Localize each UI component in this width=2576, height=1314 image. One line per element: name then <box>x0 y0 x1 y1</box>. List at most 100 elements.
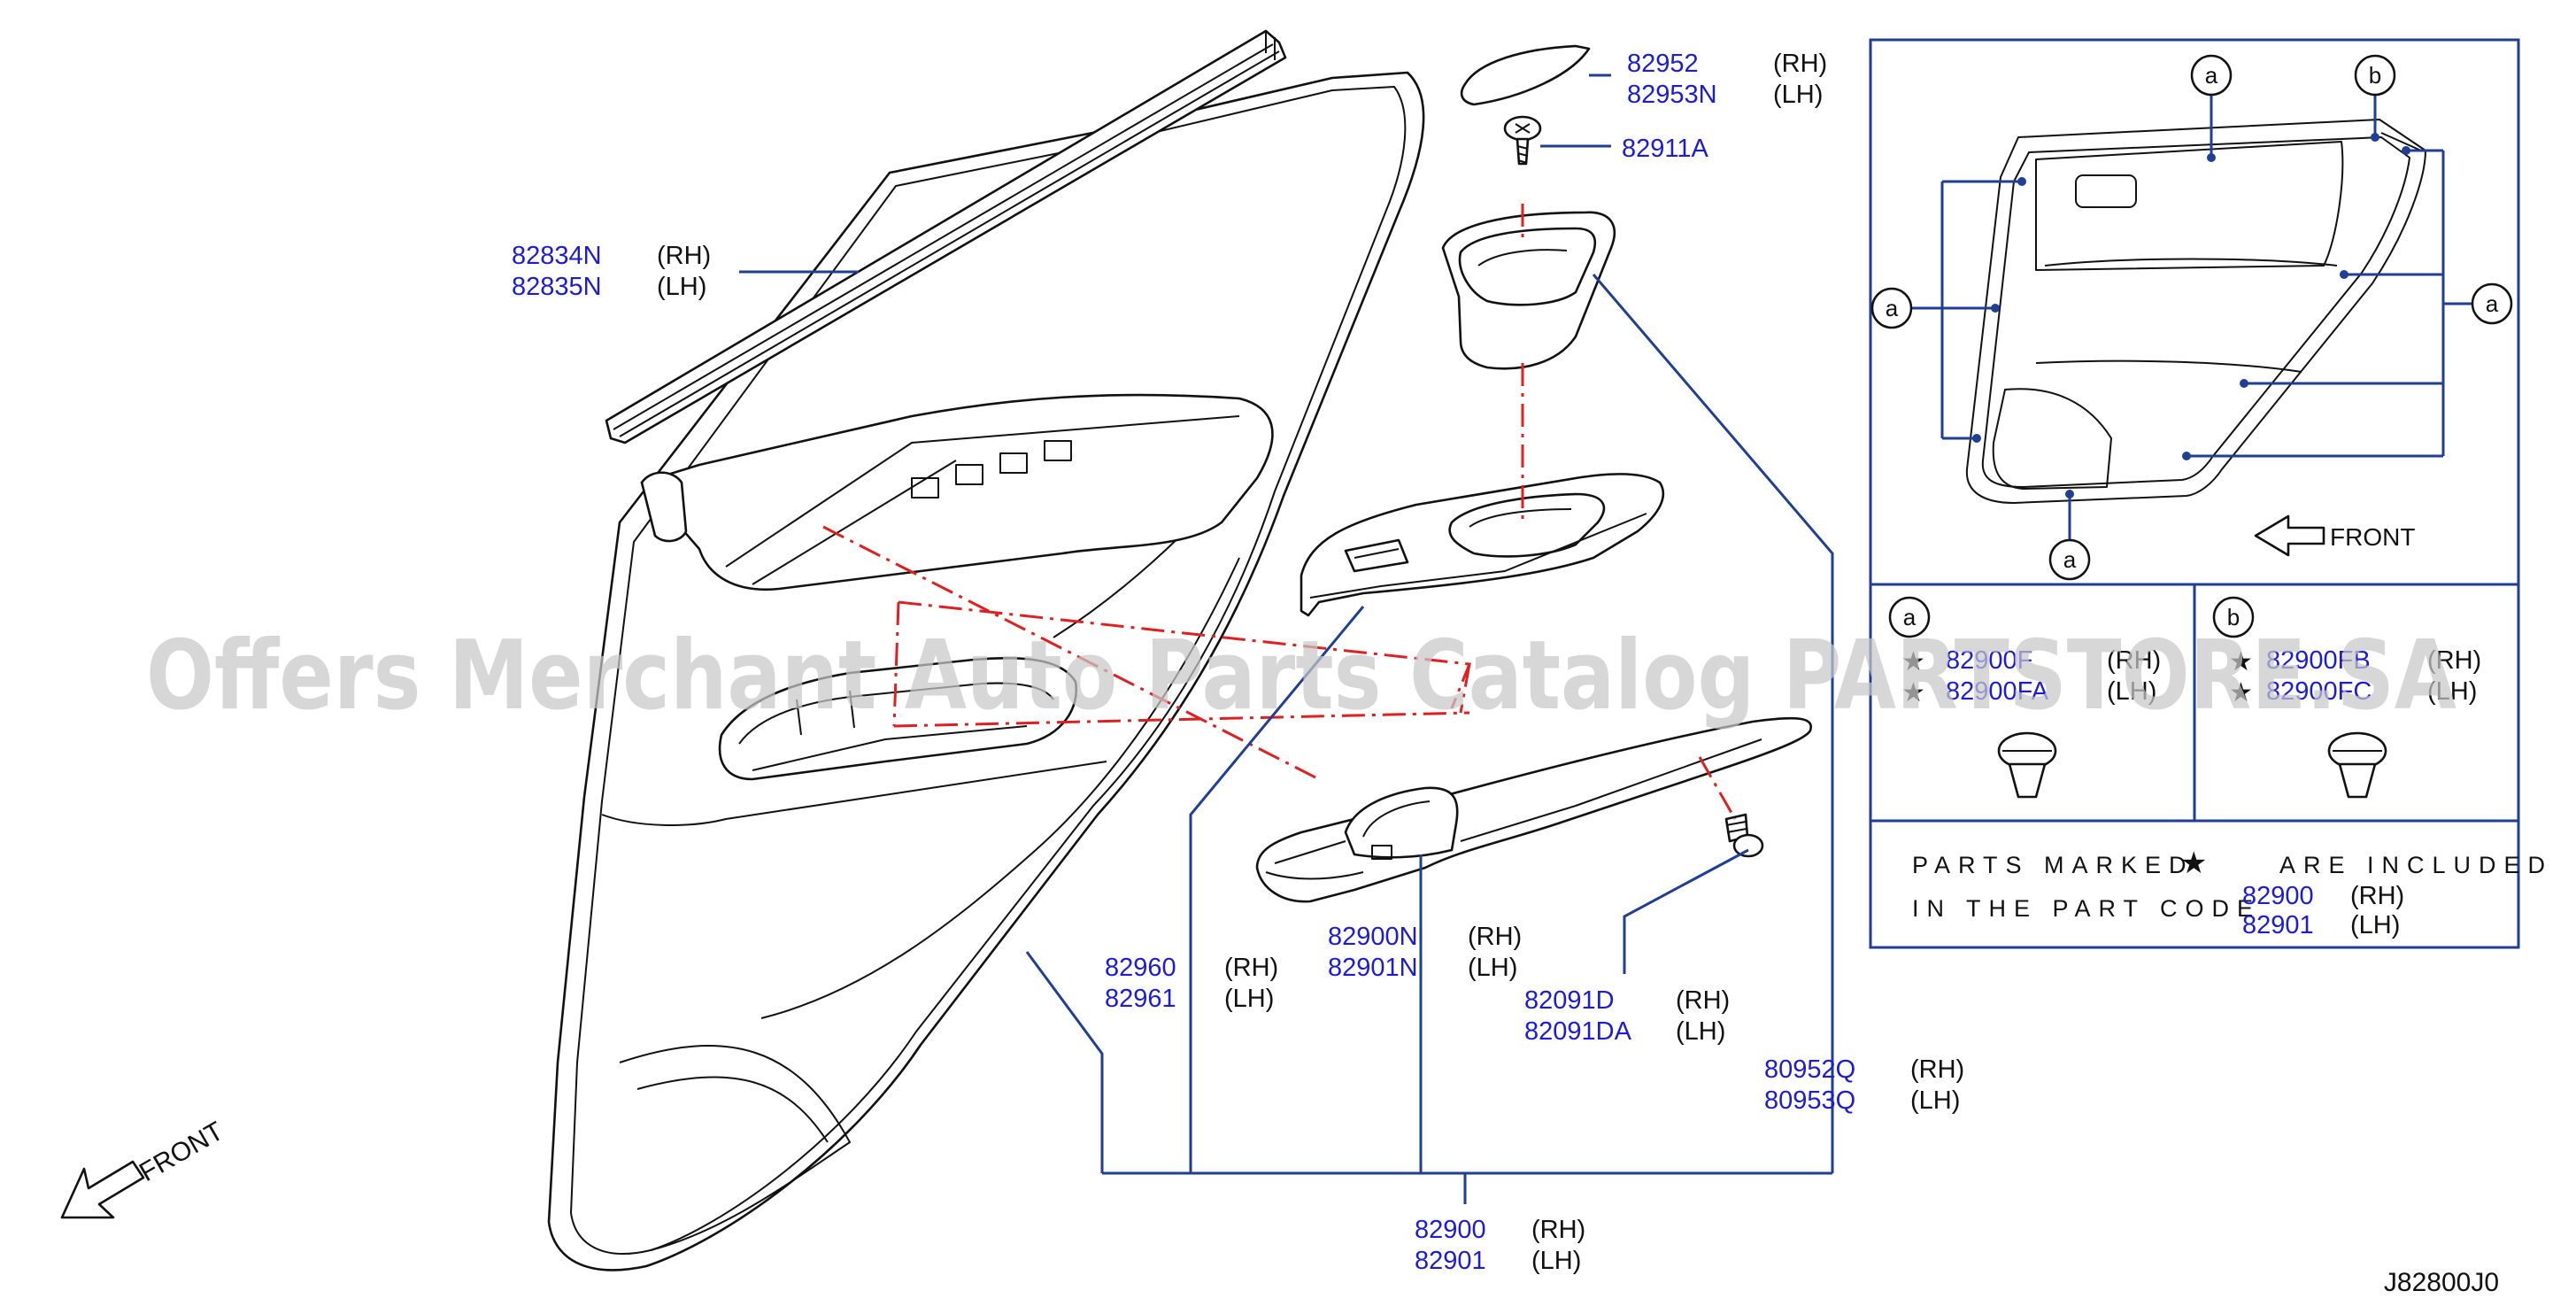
svg-text:a: a <box>2205 62 2218 89</box>
svg-text:(LH): (LH) <box>1773 81 1823 109</box>
included-parts-note: PARTS MARKED ★ ARE INCLUDED IN THE PART … <box>1912 846 2553 939</box>
svg-text:(RH): (RH) <box>1676 986 1730 1015</box>
clip-fastener-a-icon <box>1997 731 2057 799</box>
star-icon: ★ <box>2180 846 2207 880</box>
inset-front-arrow-icon <box>2254 514 2325 557</box>
svg-text:82960: 82960 <box>1105 954 1176 982</box>
armrest-pocket <box>718 656 1078 781</box>
svg-text:80953Q: 80953Q <box>1764 1086 1855 1115</box>
screw-82091D <box>1724 813 1764 858</box>
svg-text:(RH): (RH) <box>2427 646 2481 675</box>
inset-front-indicator: FRONT <box>2254 514 2415 557</box>
switch-finisher-82960 <box>1300 473 1665 617</box>
inset-leader-lines <box>1912 96 2492 540</box>
svg-text:80952Q: 80952Q <box>1764 1055 1855 1084</box>
svg-text:FRONT: FRONT <box>135 1117 228 1187</box>
svg-text:(LH): (LH) <box>2350 911 2400 939</box>
svg-text:82901: 82901 <box>2242 911 2314 939</box>
svg-text:(RH): (RH) <box>2350 882 2404 910</box>
callout-a-left: a <box>1870 287 1913 329</box>
inset-attach-points <box>1972 133 2410 499</box>
svg-text:82900: 82900 <box>2242 882 2314 910</box>
svg-text:82901: 82901 <box>1415 1247 1486 1275</box>
svg-text:(RH): (RH) <box>1910 1055 1964 1084</box>
watermark: Offers Merchant Auto Parts Catalog PARTS… <box>146 621 2456 731</box>
svg-text:(LH): (LH) <box>1910 1086 1960 1115</box>
svg-text:(RH): (RH) <box>1468 923 1522 951</box>
garnish-82952 <box>1460 44 1591 106</box>
svg-text:PARTS MARKED: PARTS MARKED <box>1912 852 2194 878</box>
clip-b-cell: b ★ ★ 82900FB (RH) 82900FC (LH) <box>2212 596 2481 799</box>
clip-b-callout: b <box>2212 596 2255 638</box>
front-direction-indicator: FRONT <box>60 1117 228 1219</box>
part-label-82900F[interactable]: 82900F (RH) 82900FA (LH) <box>1946 646 2161 706</box>
diagram-code: J82800J0 <box>2384 1268 2499 1297</box>
svg-text:82953N: 82953N <box>1627 81 1717 109</box>
assembly-chain-lines <box>822 204 1737 820</box>
svg-text:b: b <box>2369 62 2381 89</box>
part-label-82952[interactable]: 82952 (RH) 82953N (LH) <box>1627 50 1827 109</box>
svg-text:ARE INCLUDED: ARE INCLUDED <box>2279 852 2553 878</box>
svg-text:(LH): (LH) <box>2427 677 2477 706</box>
svg-text:82900FC: 82900FC <box>2266 677 2372 706</box>
svg-text:(LH): (LH) <box>2107 677 2156 706</box>
svg-text:(LH): (LH) <box>1224 985 1274 1013</box>
clip-a-cell: a ★ ★ 82900F (RH) 82900FA (LH) <box>1888 596 2161 799</box>
svg-text:82091D: 82091D <box>1524 986 1615 1015</box>
star-icon: ★ <box>2229 647 2253 676</box>
svg-text:82900: 82900 <box>1415 1216 1486 1244</box>
svg-text:82901N: 82901N <box>1328 954 1418 982</box>
svg-text:82091DA: 82091DA <box>1524 1017 1632 1046</box>
svg-text:(RH): (RH) <box>1224 954 1278 982</box>
svg-text:FRONT: FRONT <box>2330 523 2415 551</box>
svg-text:82911A: 82911A <box>1622 135 1708 163</box>
svg-text:a: a <box>2063 546 2077 573</box>
part-label-82911A[interactable]: 82911A <box>1622 135 1708 163</box>
svg-text:(RH): (RH) <box>2107 646 2161 675</box>
part-label-80952Q[interactable]: 80952Q (RH) 80953Q (LH) <box>1764 1055 1964 1115</box>
svg-text:82900N: 82900N <box>1328 923 1418 951</box>
svg-text:(LH): (LH) <box>1531 1247 1581 1275</box>
svg-text:(RH): (RH) <box>1531 1216 1585 1244</box>
front-arrow-icon <box>60 1160 145 1219</box>
svg-text:82900FB: 82900FB <box>2266 646 2371 675</box>
svg-text:82961: 82961 <box>1105 985 1176 1013</box>
leader-lines <box>739 73 1834 1204</box>
svg-text:a: a <box>1886 295 1899 321</box>
callout-a-right: a <box>2471 282 2513 325</box>
belt-moulding-82834N <box>605 29 1287 444</box>
part-label-82900[interactable]: 82900 (RH) 82901 (LH) <box>1415 1216 1585 1275</box>
callout-a-bottom: a <box>2048 538 2091 581</box>
part-label-82900FB[interactable]: 82900FB (RH) 82900FC (LH) <box>2266 646 2481 706</box>
svg-text:(LH): (LH) <box>1676 1017 1725 1046</box>
svg-text:(RH): (RH) <box>1773 50 1827 78</box>
svg-text:(RH): (RH) <box>657 242 711 270</box>
svg-text:82835N: 82835N <box>512 273 602 301</box>
part-label-note-82900[interactable]: 82900 (RH) 82901 (LH) <box>2242 882 2404 939</box>
screw-82911A <box>1503 115 1542 166</box>
svg-text:82952: 82952 <box>1627 50 1699 78</box>
armrest-82900N <box>1255 716 1813 903</box>
part-label-82091D[interactable]: 82091D (RH) 82091DA (LH) <box>1524 986 1730 1046</box>
clip-fastener-b-icon <box>2327 731 2387 799</box>
svg-text:a: a <box>1903 604 1917 630</box>
svg-text:82834N: 82834N <box>512 242 602 270</box>
svg-text:a: a <box>2486 290 2499 317</box>
callout-a-top: a <box>2190 54 2233 97</box>
clip-a-callout: a <box>1888 596 1931 638</box>
inset-door-outline <box>1965 119 2426 504</box>
callout-b-top: b <box>2354 54 2396 97</box>
part-label-82900N[interactable]: 82900N (RH) 82901N (LH) <box>1328 923 1522 982</box>
upper-armrest-assembly <box>640 393 1274 591</box>
svg-text:82900F: 82900F <box>1946 646 2032 675</box>
inset-frame <box>1869 38 2520 949</box>
svg-text:(LH): (LH) <box>1468 954 1517 982</box>
svg-text:(LH): (LH) <box>657 273 706 301</box>
svg-text:82900FA: 82900FA <box>1946 677 2049 706</box>
part-label-82960[interactable]: 82960 (RH) 82961 (LH) <box>1105 954 1278 1013</box>
svg-text:IN THE PART CODE: IN THE PART CODE <box>1912 895 2261 922</box>
part-label-82834N[interactable]: 82834N (RH) 82835N (LH) <box>512 242 711 301</box>
svg-text:b: b <box>2227 604 2240 630</box>
inset-panel: a b a a a FRONT a ★ ★ 82900F (RH) <box>1869 38 2553 949</box>
